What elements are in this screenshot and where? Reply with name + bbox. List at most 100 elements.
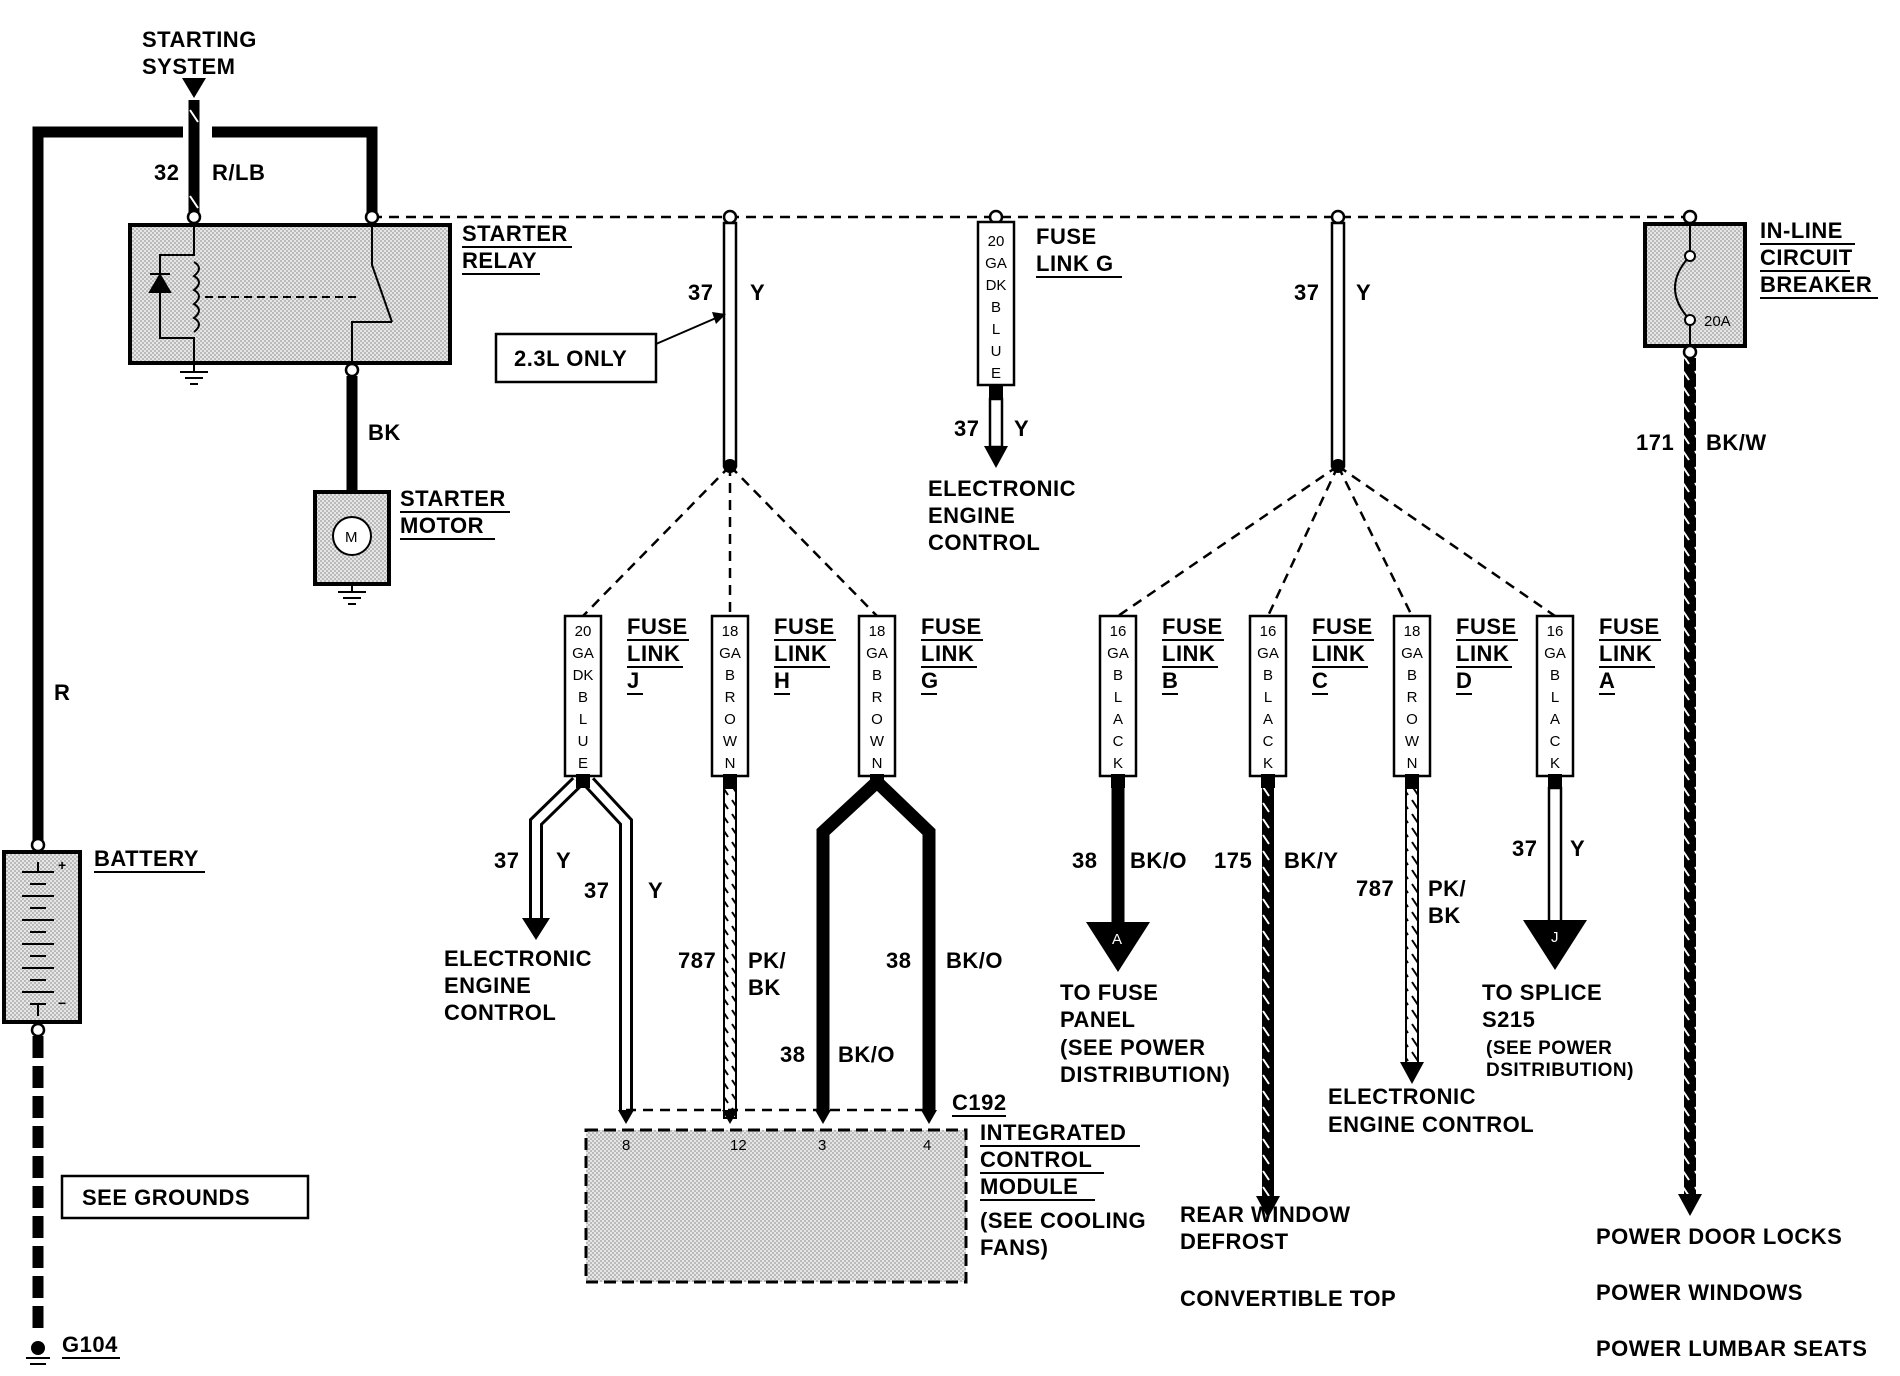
fl-j-dest-3: CONTROL — [444, 1000, 556, 1025]
fuse-link-d-gauge-char: W — [1405, 733, 1420, 750]
fl-d-dest-1: ELECTRONIC — [1328, 1084, 1476, 1109]
fuse-link-fuse-word: FUSE — [1599, 614, 1660, 639]
fl-b-circuit: 38 — [1072, 848, 1097, 873]
fuse-g-top-dest-1: ELECTRONIC — [928, 476, 1076, 501]
fl-g-wires — [816, 777, 936, 1110]
wire-175-arrow-icon — [1256, 1196, 1280, 1218]
fl-j-c2: 37 — [584, 878, 609, 903]
cb-dest-2: POWER WINDOWS — [1596, 1280, 1803, 1305]
fuse-g-top-arrow-icon — [984, 446, 1008, 468]
fuse-link-g-gauge-char: W — [870, 733, 885, 750]
fuse-link-h-gauge-char: O — [724, 711, 736, 728]
fl-c-dest-2: DEFROST — [1180, 1229, 1289, 1254]
fl-g-c1: 38 — [886, 948, 911, 973]
header-arrow-icon — [182, 78, 206, 98]
fuse-link-link-word: LINK — [1456, 641, 1509, 666]
battery-minus: − — [58, 995, 66, 1011]
fuse-link-a-gauge-char: GA — [1544, 645, 1566, 662]
fuse-link-a-gauge-char: A — [1550, 711, 1560, 728]
fl-h-color1: PK/ — [748, 948, 786, 973]
fuse-link-d-gauge-char: B — [1407, 667, 1417, 684]
fuse-g-top-gauge-char: 20 — [988, 233, 1005, 250]
g104-ground-icon — [26, 1341, 50, 1365]
fuse-link-h-gauge-char: W — [723, 733, 738, 750]
motor-symbol: M — [345, 529, 358, 546]
fuse-link-g-gauge-char: 18 — [869, 623, 886, 640]
fuse-link-link-word: LINK — [1312, 641, 1365, 666]
branch2-circuit: 37 — [1294, 280, 1319, 305]
fuse-g-top-gauge-char: DK — [986, 277, 1007, 294]
breaker-line1: IN-LINE — [1760, 218, 1843, 243]
fuse-g-top-gauge-char: U — [991, 343, 1002, 360]
wire-787-icm — [723, 787, 737, 1119]
fl-g-col2: BK/O — [838, 1042, 895, 1067]
battery-cells-icon — [22, 862, 54, 1016]
wire-171 — [1684, 358, 1696, 1194]
fuse-link-link-word: LINK — [774, 641, 827, 666]
fuse-link-a-gauge-char: C — [1550, 733, 1561, 750]
fuse-link-b-gauge-char: A — [1113, 711, 1123, 728]
battery-box — [2, 850, 82, 1024]
icm-line2: CONTROL — [980, 1147, 1092, 1172]
starter-relay-line1: STARTER — [462, 221, 568, 246]
battery-plus: + — [58, 857, 66, 873]
fuse-g-top-dest-2: ENGINE — [928, 503, 1015, 528]
fuse-link-c-gauge-char: K — [1263, 755, 1273, 772]
header-line1: STARTING — [142, 27, 257, 52]
fuse-link-d-gauge-char: R — [1407, 689, 1418, 706]
icm-pin-arrows — [618, 1110, 937, 1124]
fl-j-dest-1: ELECTRONIC — [444, 946, 592, 971]
note-23l-box — [494, 332, 658, 384]
fuse-link-c-gauge-char: C — [1263, 733, 1274, 750]
battery-wire-color: R — [54, 680, 70, 705]
breaker-line2: CIRCUIT — [1760, 245, 1853, 270]
wire-787-eec — [1405, 787, 1419, 1065]
icm-pin-2: 12 — [730, 1137, 747, 1154]
note-23l: 2.3L ONLY — [514, 346, 627, 371]
icm-pin-3: 3 — [818, 1137, 826, 1154]
fuse-link-h-gauge-char: N — [725, 755, 736, 772]
branch2-color: Y — [1356, 280, 1371, 305]
battery-feed-wire — [32, 126, 183, 845]
icm-connector: C192 — [952, 1090, 1007, 1115]
fuse-link-c-gauge-char: GA — [1257, 645, 1279, 662]
fl-b-connector-icon — [1086, 922, 1150, 972]
relay-coil-icon — [148, 225, 393, 363]
fuse-link-letter: J — [627, 668, 640, 693]
fl-a-connector-icon — [1523, 920, 1587, 970]
fuse-g-top-gauge-char: B — [991, 299, 1001, 316]
breaker-circuit: 171 — [1636, 430, 1674, 455]
fuse-link-fuse-word: FUSE — [774, 614, 835, 639]
fuse-g-top-gauge-char: E — [991, 365, 1001, 382]
fl-c-circuit: 175 — [1214, 848, 1252, 873]
battery-label: BATTERY — [94, 846, 199, 871]
fl-d-dest-2: ENGINE CONTROL — [1328, 1112, 1534, 1137]
icm-box — [584, 1128, 968, 1284]
fl-b-dest-3: (SEE POWER — [1060, 1035, 1206, 1060]
fuse-link-letter: A — [1599, 668, 1615, 693]
fuse-g-top-gauge-char: GA — [985, 255, 1007, 272]
fuse-link-letter: H — [774, 668, 790, 693]
branch1-splice-dashes — [582, 465, 878, 617]
fuse-g-top-fuse: FUSE — [1036, 224, 1097, 249]
starter-motor-wire-color: BK — [368, 420, 401, 445]
fuse-link-a-gauge-char: K — [1550, 755, 1560, 772]
fl-a-dest-2: S215 — [1482, 1007, 1535, 1032]
fl-d-arrow-icon — [1400, 1062, 1424, 1084]
starter-motor-line1: STARTER — [400, 486, 506, 511]
fuse-link-g-gauge-char: B — [872, 667, 882, 684]
fuse-link-fuse-word: FUSE — [1312, 614, 1373, 639]
see-grounds-box — [60, 1174, 310, 1220]
icm-line3: MODULE — [980, 1174, 1078, 1199]
fuse-link-b-gauge-char: K — [1113, 755, 1123, 772]
cb-dest-1: POWER DOOR LOCKS — [1596, 1224, 1842, 1249]
fuse-link-c-gauge-char: 16 — [1260, 623, 1277, 640]
starter-relay-box — [128, 223, 452, 365]
breaker-color: BK/W — [1706, 430, 1767, 455]
fl-b-dest-1: TO FUSE — [1060, 980, 1158, 1005]
